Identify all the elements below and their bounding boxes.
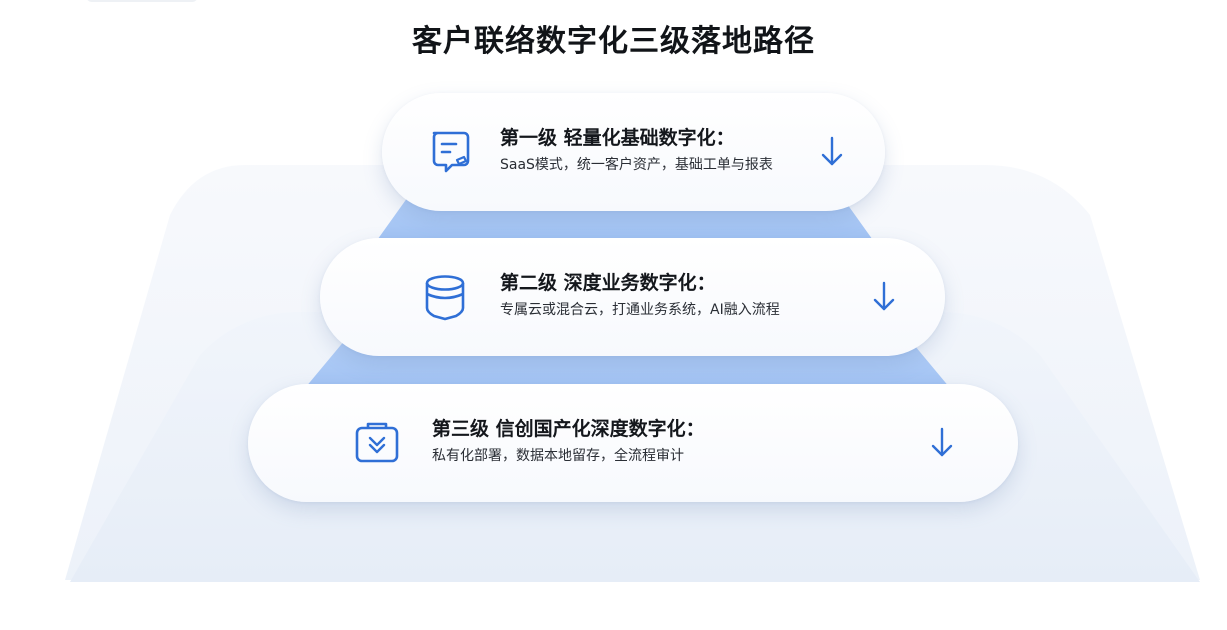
arrow-down-icon	[872, 281, 896, 313]
arrow-down-icon	[930, 427, 954, 459]
top-left-tab-fragment	[86, 0, 198, 2]
level-3-card: 第三级 信创国产化深度数字化： 私有化部署，数据本地留存，全流程审计	[248, 384, 1018, 502]
level-3-heading: 第三级 信创国产化深度数字化：	[432, 418, 705, 440]
level-2-card: 第二级 深度业务数字化： 专属云或混合云，打通业务系统，AI融入流程	[320, 238, 945, 356]
level-1-text: 第一级 轻量化基础数字化： SaaS模式，统一客户资产，基础工单与报表	[500, 125, 773, 176]
level-3-description: 私有化部署，数据本地留存，全流程审计	[432, 448, 684, 464]
diagram-title: 客户联络数字化三级落地路径	[412, 24, 815, 60]
arrow-down-icon	[820, 136, 844, 168]
level-2-heading: 第二级 深度业务数字化：	[500, 272, 716, 294]
level-3-text: 第三级 信创国产化深度数字化： 私有化部署，数据本地留存，全流程审计	[432, 416, 705, 467]
level-1-description: SaaS模式，统一客户资产，基础工单与报表	[500, 157, 773, 173]
level-2-text: 第二级 深度业务数字化： 专属云或混合云，打通业务系统，AI融入流程	[500, 270, 780, 321]
secure-box-download-icon	[352, 418, 402, 468]
level-2-description: 专属云或混合云，打通业务系统，AI融入流程	[500, 302, 780, 318]
database-icon	[420, 272, 470, 322]
message-document-icon	[426, 127, 476, 177]
level-1-heading: 第一级 轻量化基础数字化：	[500, 127, 735, 149]
level-1-card: 第一级 轻量化基础数字化： SaaS模式，统一客户资产，基础工单与报表	[382, 93, 885, 211]
